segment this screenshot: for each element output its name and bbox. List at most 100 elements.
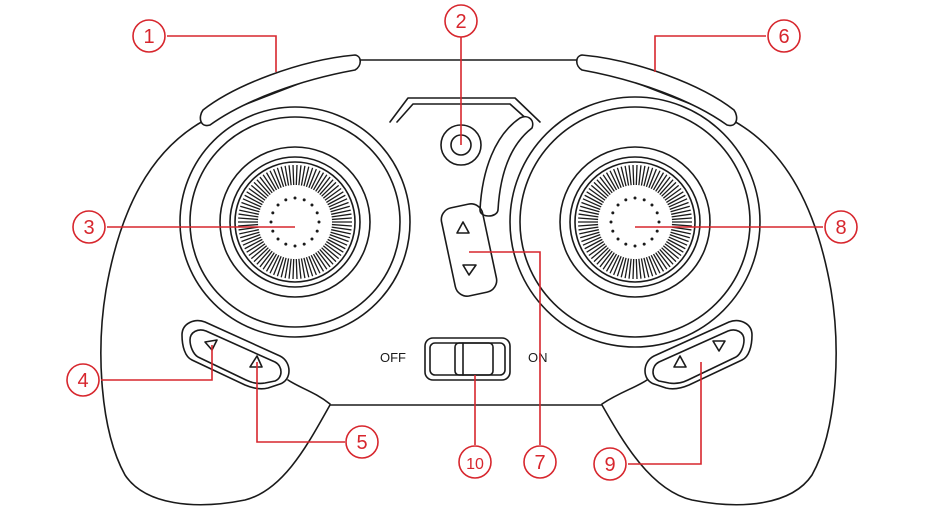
svg-text:1: 1 [143,26,154,48]
stick-dot [293,196,297,200]
knurl-line [616,256,625,277]
knurl-line [292,258,295,279]
stick-dot [616,203,620,207]
knurl-line [599,176,613,194]
knurl-line [326,241,344,253]
knurl-line [666,241,684,253]
callout-5: 5 [345,425,379,459]
down-arrow-icon[interactable] [712,340,726,352]
knurl-line [312,253,325,272]
left-rocker[interactable] [181,319,290,390]
controller-lower-edge [287,379,648,405]
stick-dot [271,211,275,215]
svg-text:3: 3 [83,217,94,239]
knurl-line [661,181,677,197]
stick-dot [302,242,306,246]
knurl-line [590,184,608,199]
knurl-line [640,258,646,279]
knurl-line [319,179,334,195]
knurl-line [586,241,604,253]
knurl-line [239,209,259,215]
right-stick-housing-outer [509,96,761,348]
svg-text:9: 9 [604,454,615,476]
knurl-line [239,229,259,235]
knurl-line [652,253,665,272]
knurl-line [269,254,280,274]
knurl-line [605,253,618,272]
knurl-line [578,223,599,227]
knurl-line [300,165,306,186]
stick-dot [624,242,628,246]
knurl-line [248,243,266,257]
knurl-line [273,256,282,276]
knurl-line [241,201,261,210]
knurl-line [292,165,295,186]
knurl-line [609,170,620,190]
knurl-line [584,238,603,250]
knurl-line [671,217,692,221]
knurl-line [605,172,618,191]
knurl-line [303,166,310,187]
left-joystick[interactable] [234,161,356,283]
power-switch[interactable] [424,337,511,381]
knurl-line [331,229,351,235]
knurl-line [303,257,310,278]
up-arrow-icon[interactable] [456,221,470,234]
knurl-line [620,257,627,278]
knurl-line [298,165,302,186]
knurl-line [671,223,692,227]
stick-dot [276,203,280,207]
knurl-line [259,176,273,194]
stick-dot [310,203,314,207]
knurl-line [331,217,352,221]
knurl-line [331,213,352,218]
stick-dot [315,211,319,215]
svg-text:10: 10 [466,456,484,473]
knurl-line [635,258,638,279]
knurl-line [324,243,342,257]
stick-dot [310,237,314,241]
knurl-line [602,252,615,270]
knurl-line [253,247,269,263]
knurl-line [662,184,680,199]
knurl-line [596,179,611,195]
knurl-line [638,165,642,186]
stick-dot [633,196,637,200]
stick-dot [302,198,306,202]
knurl-line [315,252,328,270]
knurl-line [670,205,690,213]
left-shoulder-button[interactable] [199,54,362,127]
knurl-line [331,223,352,227]
knurl-line [579,209,599,215]
trim-rocker[interactable] [439,202,499,299]
knurl-line [582,236,602,246]
stick-dot [609,220,613,224]
up-arrow-icon[interactable] [249,355,263,368]
stick-dot [284,198,288,202]
knurl-line [640,165,646,186]
stick-dot [624,198,628,202]
knurl-line [242,236,262,246]
knurl-line [244,238,263,250]
knurl-line [667,194,686,206]
knurl-line [284,165,290,186]
knurl-line [609,254,620,274]
knurl-line [655,174,668,192]
knurl-line [580,231,600,239]
knurl-line [590,245,608,260]
right-joystick[interactable] [574,161,696,283]
knurl-line [582,198,602,208]
stick-dot [611,211,615,215]
knurl-line [308,168,317,188]
knurl-line [328,236,348,246]
knurl-line [581,201,601,210]
right-shoulder-button[interactable] [575,54,738,127]
up-arrow-icon[interactable] [673,355,687,368]
down-arrow-icon[interactable] [204,339,218,351]
stick-dot [650,203,654,207]
down-arrow-icon[interactable] [462,264,477,276]
knurl-line [643,257,650,278]
right-rocker[interactable] [644,319,753,390]
leader-lines [101,35,823,465]
